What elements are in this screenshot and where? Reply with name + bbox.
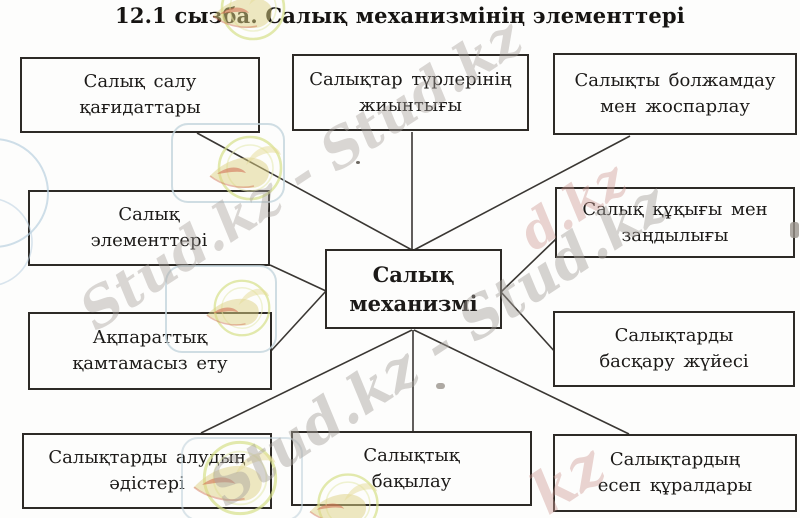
node-label-line: Салықтардың xyxy=(609,449,741,471)
node-tax-admin-system: Салықтарды басқару жүйесі xyxy=(553,311,795,387)
node-label-line: әдістері xyxy=(109,473,185,494)
node-label-line: жиынтығы xyxy=(359,94,462,116)
node-label-line: Салық xyxy=(372,261,455,287)
node-label-line: бақылау xyxy=(371,470,452,492)
node-label-line: Салықтар түрлерінің xyxy=(309,68,512,90)
node-label-line: заңдылығы xyxy=(621,224,729,246)
node-label-line: Салықтық xyxy=(363,444,460,466)
edge-mid-right-to-center xyxy=(500,238,557,293)
node-label-line: элементтері xyxy=(90,230,208,251)
node-tax-elements: Салық элементтері xyxy=(28,190,270,266)
scan-smudge xyxy=(790,222,799,238)
node-label-line: мен жоспарлау xyxy=(600,96,750,117)
node-tax-law-legality: Салық құқығы мен заңдылығы xyxy=(555,187,795,258)
node-label-line: Салықтарды алудың xyxy=(48,447,246,469)
node-tax-forecast-planning: Салықты болжамдау мен жоспарлау xyxy=(553,53,797,135)
node-label-line: Салық құқығы мен xyxy=(582,198,768,220)
edge-mid-left-to-center xyxy=(269,264,327,292)
node-label-line: қағидаттары xyxy=(79,97,201,118)
node-tax-mechanism-center: Салық механизмі xyxy=(325,249,502,329)
node-label-line: Ақпараттық xyxy=(92,327,208,349)
edge-low-left-to-center xyxy=(270,290,327,352)
edge-low-right-to-center xyxy=(500,291,557,354)
scan-smudge xyxy=(436,383,445,389)
node-tax-accounting-tools: Салықтардың есеп құралдары xyxy=(553,434,797,512)
node-label-line: механизмі xyxy=(349,291,478,316)
diagram-title: 12.1 сызба. Салық механизмінің элементте… xyxy=(115,3,685,28)
node-label-line: басқару жүйесі xyxy=(599,351,749,372)
node-label-line: Салықты болжамдау xyxy=(574,70,776,92)
node-label-line: есеп құралдары xyxy=(597,475,753,496)
scan-speck xyxy=(356,161,360,164)
node-label-line: Салықтарды xyxy=(614,325,734,347)
node-label-line: қамтамасыз ету xyxy=(72,353,228,374)
node-label-line: Салық салу xyxy=(83,71,197,93)
node-tax-types-set: Салықтар түрлерінің жиынтығы xyxy=(292,54,529,131)
node-tax-principles: Салық салу қағидаттары xyxy=(20,57,260,133)
node-label-line: Салық xyxy=(118,204,180,226)
node-tax-collection-methods: Салықтарды алудың әдістері xyxy=(22,433,272,509)
node-tax-control: Салықтық бақылау xyxy=(291,431,532,506)
node-information-support: Ақпараттық қамтамасыз ету xyxy=(28,312,272,390)
